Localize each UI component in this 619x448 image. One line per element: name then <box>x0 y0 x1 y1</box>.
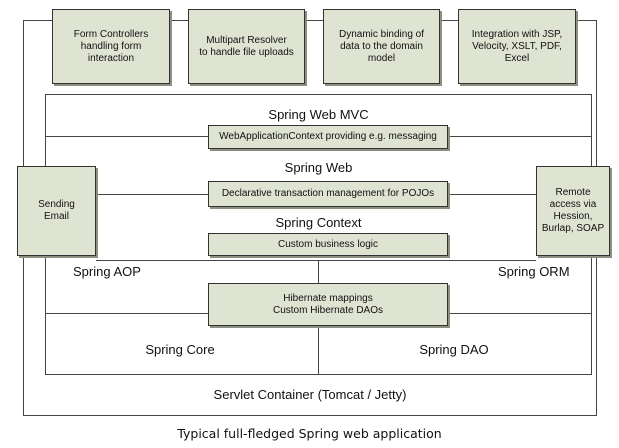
remote-access-text: Remote access via Hession, Burlap, SOAP <box>541 187 605 234</box>
web-app-context-text: WebApplicationContext providing e.g. mes… <box>219 131 437 142</box>
spring-dao-label: Spring DAO <box>419 342 489 357</box>
spring-core-label: Spring Core <box>145 342 215 357</box>
business-logic-box: Custom business logic <box>208 233 448 256</box>
form-controllers-box: Form Controllers handling form interacti… <box>52 9 170 84</box>
sending-email-box: Sending Email <box>17 166 96 256</box>
form-controllers-text: Form Controllers handling form interacti… <box>73 28 149 64</box>
spring-context-label: Spring Context <box>275 215 362 230</box>
business-logic-text: Custom business logic <box>277 238 379 250</box>
sending-email-text: Sending Email <box>38 199 75 222</box>
spring-web-mvc-label: Spring Web MVC <box>268 107 369 122</box>
spring-aop-label: Spring AOP <box>73 264 141 279</box>
spring-orm-label: Spring ORM <box>498 264 570 279</box>
dynamic-binding-text: Dynamic binding of data to the domain mo… <box>338 28 425 64</box>
dynamic-binding-box: Dynamic binding of data to the domain mo… <box>323 9 440 84</box>
context-divider <box>96 260 536 261</box>
hibernate-text: Hibernate mappings Custom Hibernate DAOs <box>272 292 384 316</box>
hibernate-box: Hibernate mappings Custom Hibernate DAOs <box>208 283 448 326</box>
remote-access-box: Remote access via Hession, Burlap, SOAP <box>536 166 610 256</box>
integration-box: Integration with JSP, Velocity, XSLT, PD… <box>458 9 576 84</box>
servlet-container-label: Servlet Container (Tomcat / Jetty) <box>213 387 407 402</box>
multipart-resolver-box: Multipart Resolver to handle file upload… <box>188 9 305 84</box>
multipart-resolver-text: Multipart Resolver to handle file upload… <box>199 34 294 58</box>
diagram-caption: Typical full-fledged Spring web applicat… <box>177 426 442 441</box>
declarative-tx-text: Declarative transaction management for P… <box>221 188 435 199</box>
integration-text: Integration with JSP, Velocity, XSLT, PD… <box>471 28 563 64</box>
spring-web-label: Spring Web <box>284 160 353 175</box>
web-app-context-box: WebApplicationContext providing e.g. mes… <box>208 125 448 149</box>
declarative-tx-box: Declarative transaction management for P… <box>208 181 448 207</box>
